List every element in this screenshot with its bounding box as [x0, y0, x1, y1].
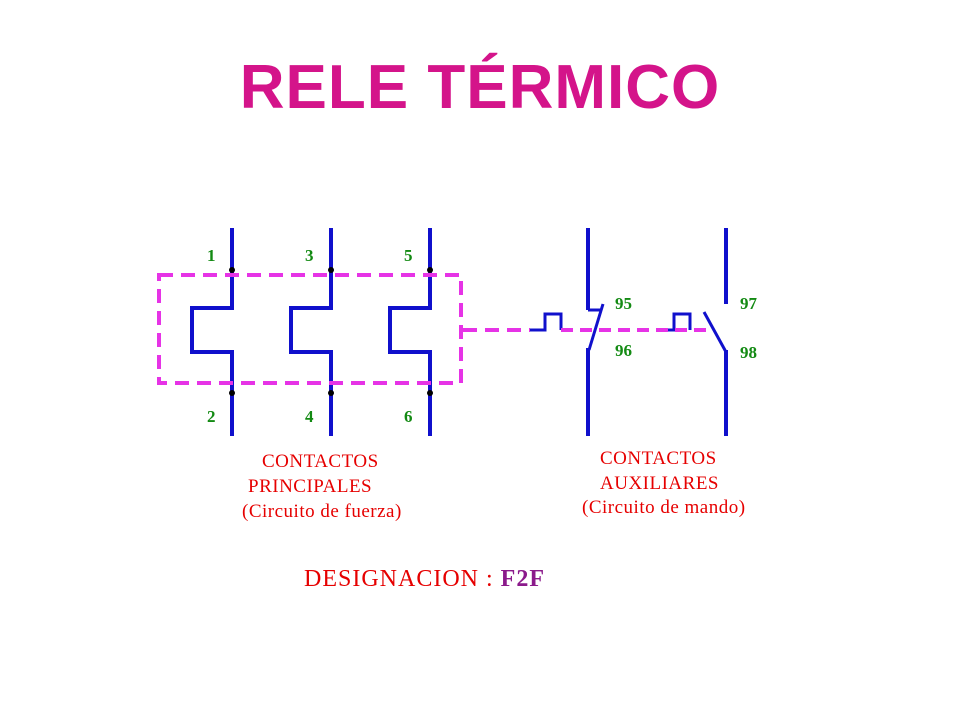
main-pole-1-bottom-dot — [229, 390, 235, 396]
terminal-3-label: 3 — [305, 246, 314, 265]
terminal-4-label: 4 — [305, 407, 314, 426]
thermal-element-enclosure — [157, 273, 463, 385]
terminal-5-label: 5 — [404, 246, 413, 265]
main-pole-3 — [388, 228, 433, 436]
terminal-1-label: 1 — [207, 246, 216, 265]
main-pole-2-bottom-dot — [328, 390, 334, 396]
main-contacts-caption-line-2: PRINCIPALES — [248, 476, 372, 497]
terminal-95-label: 95 — [615, 294, 632, 313]
main-pole-1 — [190, 228, 235, 436]
terminal-96-label: 96 — [615, 341, 632, 360]
main-pole-2-top-dot — [328, 267, 334, 273]
aux-contacts-caption-line-1: CONTACTOS — [600, 448, 717, 469]
aux-nc-blade — [587, 303, 605, 351]
aux-contacts-caption-line-2: AUXILIARES — [600, 473, 719, 494]
main-pole-2 — [289, 228, 334, 436]
main-pole-3-top-dot — [427, 267, 433, 273]
designation-code: F2F — [500, 566, 545, 592]
terminal-2-label: 2 — [207, 407, 216, 426]
page-title: RELE TÉRMICO — [239, 53, 721, 122]
terminal-98-label: 98 — [740, 343, 757, 362]
terminal-97-label: 97 — [740, 294, 758, 313]
designation: DESIGNACION : F2F — [304, 566, 545, 593]
main-pole-1-wire — [190, 228, 234, 436]
main-pole-1-top-dot — [229, 267, 235, 273]
aux-actuator-step-2 — [658, 312, 692, 332]
designation-label: DESIGNACION : — [304, 566, 501, 592]
main-pole-3-bottom-dot — [427, 390, 433, 396]
main-contacts-caption-line-3: (Circuito de fuerza) — [242, 501, 402, 522]
aux-contacts-caption-line-3: (Circuito de mando) — [582, 497, 746, 518]
aux-contacts — [530, 228, 728, 436]
aux-no-blade — [702, 311, 728, 353]
terminal-6-label: 6 — [404, 407, 413, 426]
main-pole-3-wire — [388, 228, 432, 436]
main-pole-2-wire — [289, 228, 333, 436]
main-contacts-caption-line-1: CONTACTOS — [262, 451, 379, 472]
main-contacts — [190, 228, 433, 436]
aux-actuator-step-1 — [530, 312, 563, 332]
